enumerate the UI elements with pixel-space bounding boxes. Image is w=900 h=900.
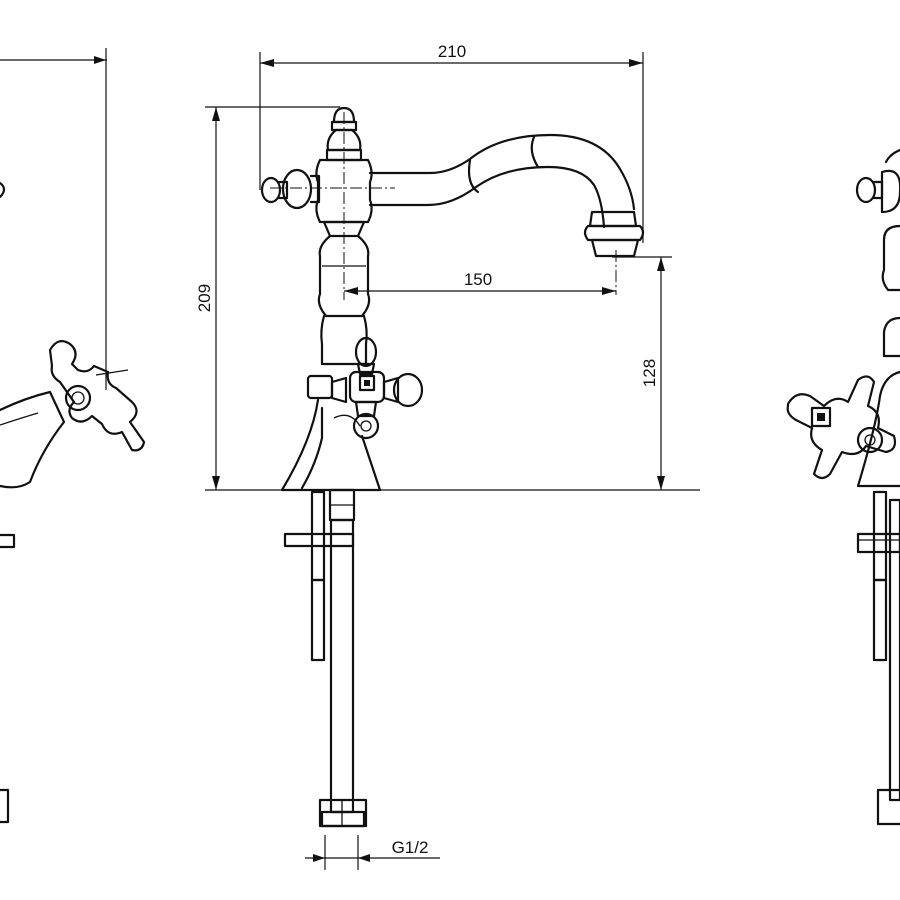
center-front-view — [205, 52, 700, 870]
left-side-view — [0, 48, 146, 824]
dimension-spout-height: 128 — [640, 359, 659, 387]
dimension-spout-reach: 150 — [464, 270, 492, 289]
dimension-overall-height: 209 — [195, 284, 214, 312]
dimension-connection-thread: G1/2 — [392, 838, 429, 857]
right-side-view — [786, 148, 900, 826]
dimension-overall-width: 210 — [438, 42, 466, 61]
